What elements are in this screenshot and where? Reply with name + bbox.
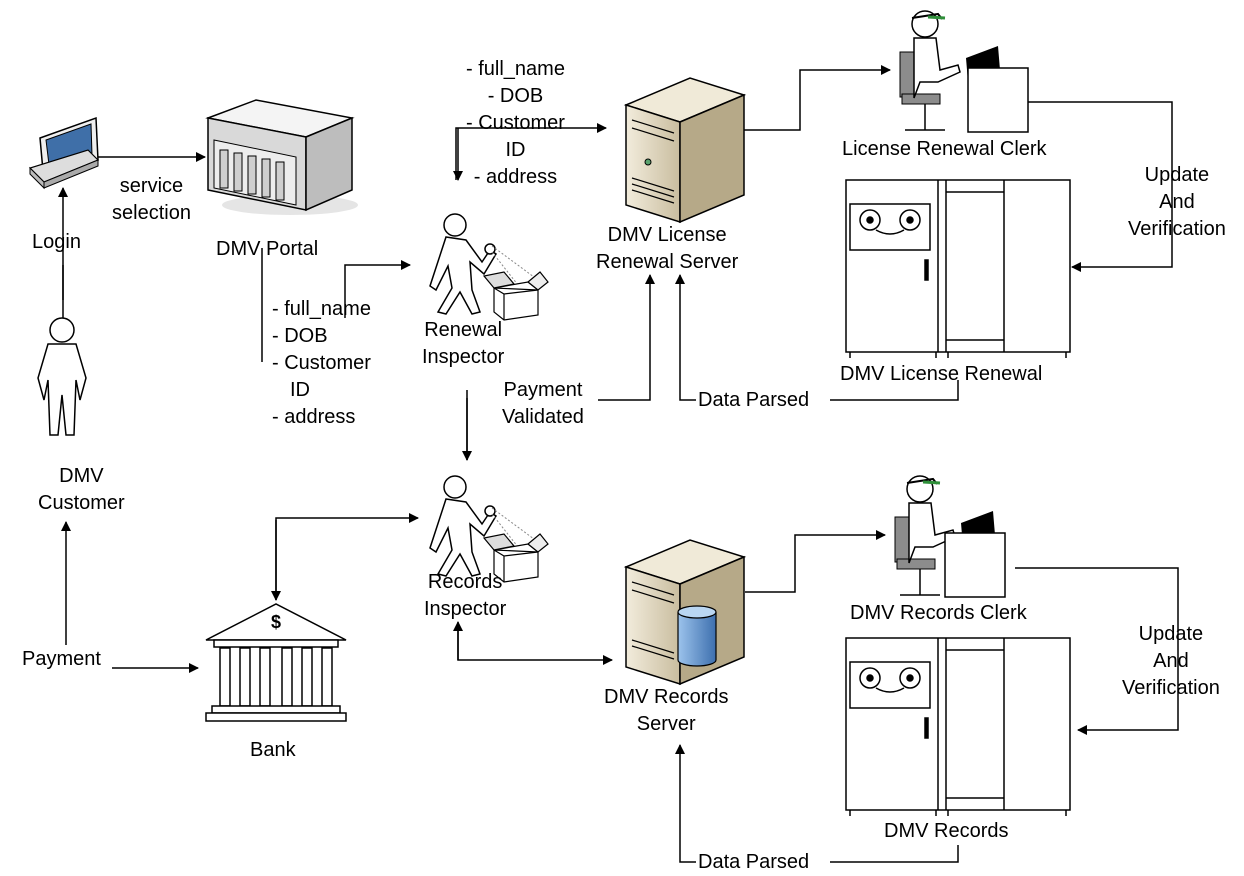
license-clerk-label: License Renewal Clerk <box>842 138 1047 160</box>
field-line: - Customer <box>272 352 371 374</box>
edge-server-to-license-clerk <box>744 65 891 131</box>
edge-license-clerk-to-storage <box>1028 101 1173 272</box>
service-selection-label: service selection <box>112 173 191 227</box>
field-line: - address <box>272 406 356 428</box>
records-storage-label: DMV Records <box>884 820 1009 842</box>
field-line: - DOB <box>487 85 544 107</box>
records-inspector-line: Inspector <box>424 598 507 620</box>
records-clerk-icon <box>894 475 1006 598</box>
license-server-line: Renewal Server <box>596 251 739 273</box>
login-label: Login <box>32 231 81 253</box>
update-line: And <box>1159 191 1195 213</box>
records-inspector-line: Records <box>427 571 503 593</box>
edge-bank-inspector <box>275 513 419 600</box>
renewal-inspector-line: Inspector <box>422 346 505 368</box>
records-storage-icon <box>845 637 1071 816</box>
update-line: Update <box>1138 623 1204 645</box>
records-server-line: DMV Records <box>604 686 729 708</box>
fields-to-server-label: - full_name - DOB - Customer ID - addres… <box>466 56 565 191</box>
field-line: - full_name <box>466 58 565 80</box>
bank-icon <box>205 603 347 722</box>
edge-records-clerk-to-storage <box>1015 567 1179 735</box>
records-clerk-label: DMV Records Clerk <box>850 602 1027 624</box>
license-server-icon <box>623 77 747 224</box>
portal-icon <box>205 99 358 215</box>
edge-storage-data-parsed-top <box>680 275 959 401</box>
edge-records-server-to-clerk <box>745 530 886 593</box>
fields-from-portal-label: - full_name - DOB - Customer ID - addres… <box>272 296 371 431</box>
bank-label: Bank <box>250 739 296 761</box>
field-line: ID <box>290 379 310 401</box>
data-parsed-bottom-label: Data Parsed <box>698 851 810 873</box>
portal-label: DMV Portal <box>216 238 319 260</box>
edge-portal-fields-to-inspector <box>261 248 410 362</box>
connectors <box>58 65 1179 863</box>
update-line: Verification <box>1122 677 1220 699</box>
customer-icon <box>37 317 87 436</box>
update-line: Update <box>1144 164 1210 186</box>
update-top-label: Update And Verification <box>1128 162 1226 243</box>
field-line: - Customer <box>466 112 565 134</box>
payment-validated-line: Payment <box>503 379 583 401</box>
customer-label: DMV Customer <box>38 463 125 517</box>
renewal-inspector-label: Renewal Inspector <box>422 317 504 371</box>
field-line: ID <box>505 139 526 161</box>
edge-records-inspector-to-server <box>457 625 613 665</box>
service-selection-line: selection <box>112 202 191 224</box>
license-storage-icon <box>845 179 1071 358</box>
license-clerk-icon <box>899 10 1029 133</box>
records-server-line: Server <box>636 713 696 735</box>
edge-storage-data-parsed-bottom <box>680 745 959 863</box>
update-bottom-label: Update And Verification <box>1122 621 1220 702</box>
field-line: - DOB <box>272 325 328 347</box>
records-server-label: DMV Records Server <box>604 684 728 738</box>
field-line: - full_name <box>272 298 371 320</box>
records-inspector-label: Records Inspector <box>424 569 506 623</box>
edge-inspector-to-license-server <box>455 123 607 180</box>
payment-validated-line: Validated <box>502 406 584 428</box>
license-server-line: DMV License <box>607 224 727 246</box>
data-parsed-top-label: Data Parsed <box>698 389 810 411</box>
service-selection-line: service <box>119 175 184 197</box>
payment-validated-label: Payment Validated <box>502 377 584 431</box>
field-line: - address <box>473 166 558 188</box>
renewal-inspector-line: Renewal <box>424 319 503 341</box>
laptop-icon <box>28 116 100 190</box>
license-server-label: DMV License Renewal Server <box>596 222 738 276</box>
bank-symbol: $ <box>271 612 281 632</box>
payment-label: Payment <box>22 648 101 670</box>
renewal-inspector-icon <box>429 213 549 321</box>
customer-label-line: Customer <box>38 492 125 514</box>
customer-label-line: DMV <box>59 465 104 487</box>
records-inspector-icon <box>429 475 549 583</box>
update-line: Verification <box>1128 218 1226 240</box>
database-icon <box>677 605 717 667</box>
license-storage-label: DMV License Renewal <box>840 363 1043 385</box>
update-line: And <box>1153 650 1189 672</box>
